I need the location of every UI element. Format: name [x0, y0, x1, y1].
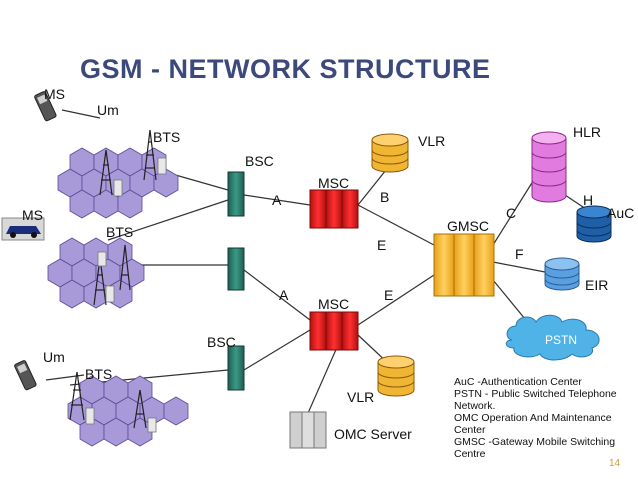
interface-a-bottom-label: A [279, 287, 289, 303]
ms-middle-label: MS [22, 207, 43, 223]
hlr-database-icon [531, 131, 567, 203]
car-icon [1, 217, 45, 241]
msc-top-label: MSC [318, 175, 350, 191]
interface-e-bottom-label: E [384, 287, 394, 303]
auc-database-icon [576, 205, 612, 243]
interface-c-label: C [506, 205, 517, 221]
um-bottom-label: Um [43, 349, 65, 365]
interface-h-label: H [583, 192, 594, 208]
legend-item: OMC Operation And Maintenance Center [454, 412, 612, 436]
bts-tower-icon [69, 371, 147, 429]
legend: AuC -Authentication Center PSTN - Public… [454, 376, 634, 460]
bsc-rack-middle [227, 247, 245, 291]
interface-e-top-label: E [377, 237, 387, 253]
interface-a-top-label: A [272, 192, 282, 208]
ms-top-label: MS [44, 86, 65, 102]
bsc-rack-bottom [227, 345, 245, 391]
bsc-rack-top [227, 171, 245, 217]
page-number: 14 [609, 458, 621, 469]
gmsc-label: GMSC [447, 218, 489, 234]
vlr-bottom-label: VLR [347, 389, 375, 405]
bsc-top-label: BSC [245, 153, 274, 169]
bts-tower-icon [99, 129, 157, 196]
omc-server-icon [289, 411, 327, 449]
mobile-phone-icon [34, 91, 57, 122]
hlr-label: HLR [573, 124, 602, 140]
page-title: GSM - NETWORK STRUCTURE [80, 54, 491, 84]
gmsc-rack [433, 233, 495, 297]
auc-label: AuC [607, 205, 635, 221]
omc-server-label: OMC Server [334, 426, 412, 442]
um-top-label: Um [97, 102, 119, 118]
bts-equipment-icon [85, 157, 167, 433]
cell-cluster-middle [47, 237, 145, 309]
legend-item: GMSC -Gateway Mobile Switching Centre [454, 436, 616, 460]
msc-bottom-label: MSC [318, 296, 350, 312]
vlr-database-top-icon [371, 133, 409, 173]
vlr-top-label: VLR [418, 133, 446, 149]
msc-rack-bottom [309, 311, 359, 351]
cell-cluster-bottom [67, 375, 189, 447]
eir-label: EIR [585, 277, 609, 293]
msc-rack-top [309, 189, 359, 229]
interface-b-label: B [380, 189, 390, 205]
bts-bottom-label: BTS [85, 366, 113, 382]
bsc-bottom-label: BSC [207, 334, 236, 350]
legend-item: AuC -Authentication Center [454, 376, 582, 388]
bts-middle-label: BTS [106, 224, 134, 240]
legend-item: PSTN - Public Switched Telephone Network… [454, 388, 617, 412]
mobile-phone-icon [14, 360, 37, 391]
pstn-label: PSTN [545, 333, 577, 347]
vlr-database-bottom-icon [377, 355, 415, 397]
bts-top-label: BTS [153, 129, 181, 145]
pstn-cloud-icon [505, 314, 600, 361]
interface-f-label: F [515, 246, 524, 262]
eir-database-icon [544, 257, 580, 291]
